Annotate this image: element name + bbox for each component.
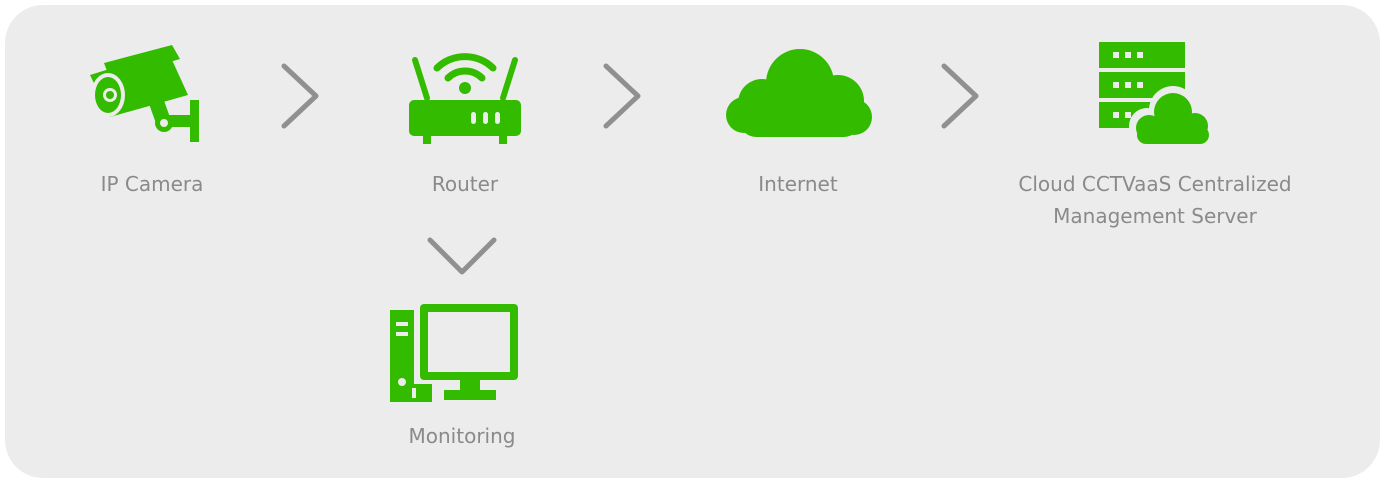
node-label-internet: Internet [758,172,838,196]
node-label-server-line1: Cloud CCTVaaS Centralized [1018,172,1292,196]
chevron-right-arrow [941,63,979,129]
node-label-monitoring: Monitoring [408,424,516,448]
node-label-server-line2: Management Server [1053,204,1257,228]
cloud-icon [726,49,872,137]
cctv-camera-icon [90,45,199,142]
chevron-down-arrow [427,237,497,275]
cloud-server-icon [1099,42,1213,148]
desktop-computer-icon [390,304,518,402]
node-label-camera: IP Camera [100,172,204,196]
chevron-right-arrow [281,63,319,129]
node-label-router: Router [431,172,499,196]
chevron-right-arrow [603,63,641,129]
wifi-router-icon [409,53,521,144]
